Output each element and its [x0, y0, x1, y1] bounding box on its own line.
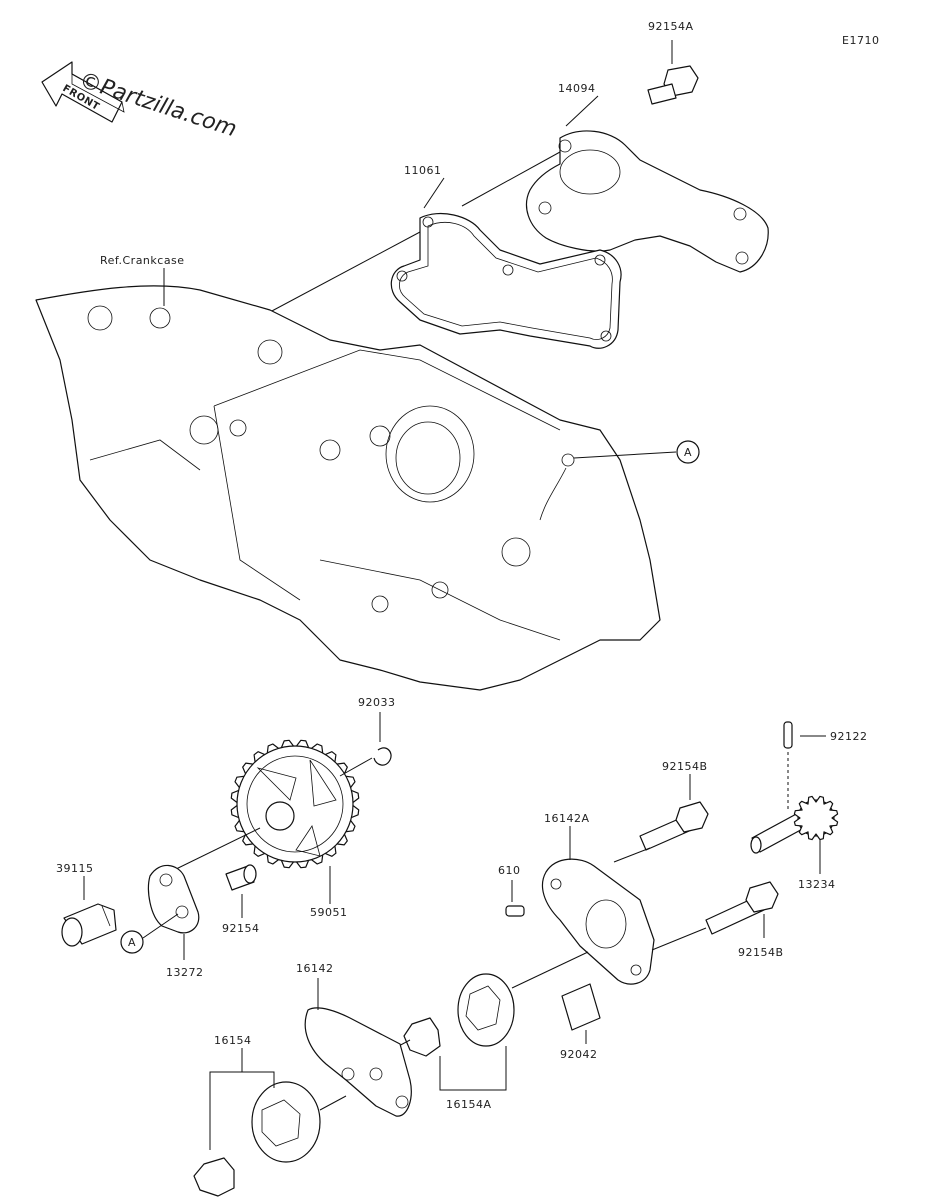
callout-a-upper-circle — [676, 440, 700, 464]
inner-rotor-16154a — [403, 1017, 441, 1057]
label-13234: 13234 — [798, 878, 836, 891]
label-92154b-top: 92154B — [662, 760, 708, 773]
circlip-92033 — [373, 747, 392, 766]
leader-circlip-gear — [339, 757, 373, 777]
label-11061: 11061 — [404, 164, 442, 177]
label-92154b-bottom: 92154B — [738, 946, 784, 959]
pump-body-16142a — [541, 858, 655, 985]
label-92122: 92122 — [830, 730, 868, 743]
label-16142: 16142 — [296, 962, 334, 975]
crankcase — [35, 285, 661, 691]
inner-rotor-16154 — [193, 1157, 235, 1197]
bolt-92154a — [647, 65, 699, 105]
callout-a-upper: A — [684, 446, 692, 459]
outer-rotor-16154a — [457, 973, 515, 1047]
leader-pump-rotor — [511, 951, 589, 989]
leader-gasket-to-case — [269, 231, 421, 313]
leader-pump-bolt — [613, 847, 651, 863]
bolt-92154b-top — [639, 801, 709, 851]
bolt-92154b-bottom — [705, 881, 779, 935]
bracket-16154a — [439, 1046, 507, 1091]
label-13272: 13272 — [166, 966, 204, 979]
plate-16142 — [304, 1007, 412, 1117]
shaft-39115 — [61, 903, 117, 947]
outer-rotor-16154 — [251, 1081, 321, 1163]
label-610: 610 — [498, 864, 521, 877]
crankcase-ref-label: Ref.Crankcase — [100, 254, 185, 267]
label-92154: 92154 — [222, 922, 260, 935]
front-arrow-icon: FRONT — [41, 61, 125, 123]
gear-13234-teeth-outline — [793, 795, 839, 841]
label-39115: 39115 — [56, 862, 94, 875]
leader-cover-to-case — [461, 151, 561, 207]
gear-59051 — [230, 739, 360, 869]
label-16142a: 16142A — [544, 812, 590, 825]
pin-92122 — [783, 721, 793, 749]
diagram-code: E1710 — [842, 34, 879, 47]
label-59051: 59051 — [310, 906, 348, 919]
label-16154: 16154 — [214, 1034, 252, 1047]
gear-13234-teeth — [793, 795, 839, 841]
callout-a-lower-circle — [120, 930, 144, 954]
leader-callout-a-upper — [573, 451, 677, 459]
leader-11061 — [423, 177, 445, 209]
gasket-11061 — [390, 212, 622, 349]
label-92042: 92042 — [560, 1048, 598, 1061]
sleeve-92042 — [561, 983, 601, 1031]
leader-callout-a-lower — [142, 913, 179, 939]
dowel-610 — [505, 905, 525, 917]
label-92033: 92033 — [358, 696, 396, 709]
leader-gear-shaft — [169, 827, 261, 873]
bolt-92154 — [225, 864, 257, 891]
label-92154a: 92154A — [648, 20, 694, 33]
leader-rotor-plate-lower — [319, 1095, 347, 1111]
cover-14094 — [525, 130, 769, 273]
shaft-13234 — [750, 795, 839, 854]
label-14094: 14094 — [558, 82, 596, 95]
leader-14094 — [565, 95, 599, 127]
label-16154a: 16154A — [446, 1098, 492, 1111]
leader-pump-lowerbolt — [651, 927, 707, 951]
callout-a-lower: A — [128, 936, 136, 949]
plate-13272 — [147, 864, 200, 934]
